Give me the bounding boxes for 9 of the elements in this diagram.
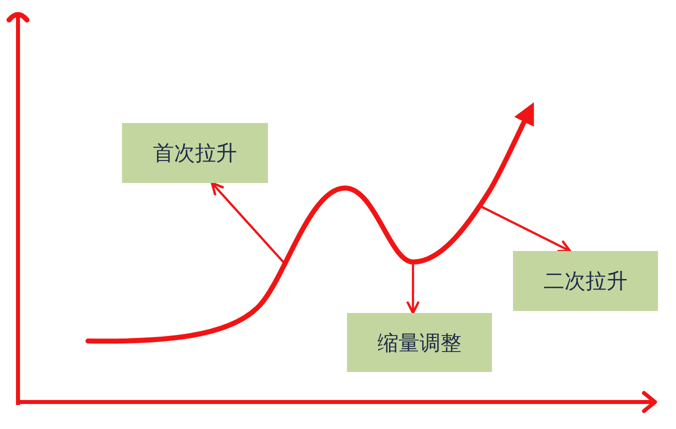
leader-arrow <box>210 182 287 266</box>
stage-label: 缩量调整 <box>378 330 462 356</box>
leader-arrow <box>406 262 420 314</box>
stage-box <box>513 251 658 311</box>
stage-label: 二次拉升 <box>544 268 628 295</box>
leader-arrow <box>480 205 572 252</box>
stage-box <box>347 313 492 372</box>
stage-box <box>122 123 268 183</box>
stage-label: 首次拉升 <box>153 140 237 167</box>
